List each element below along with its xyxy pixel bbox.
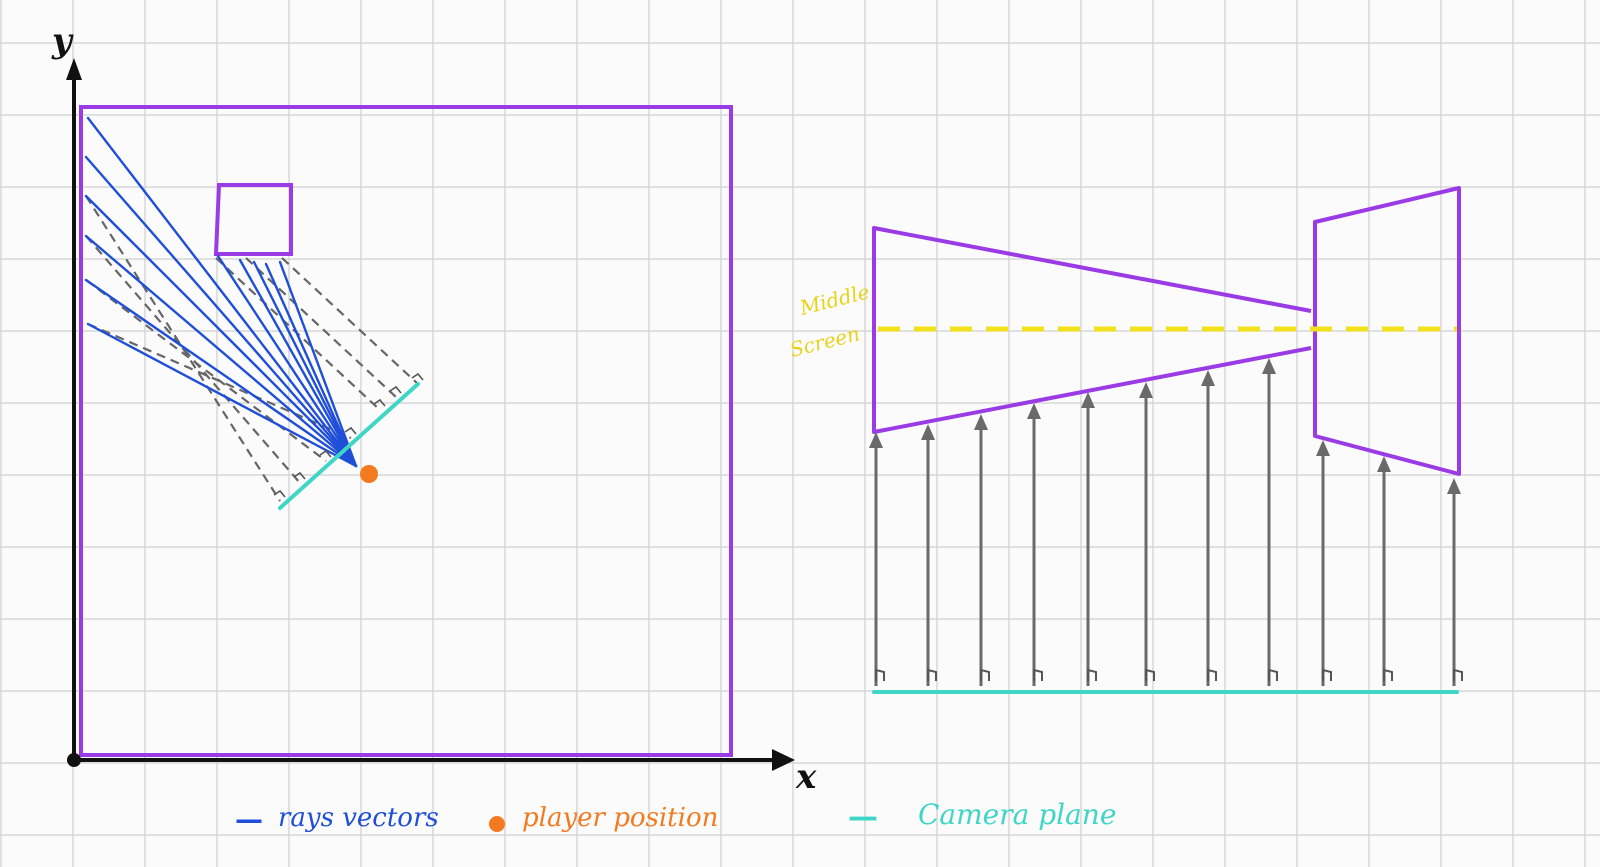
- right-angle-icon: [1453, 668, 1463, 681]
- legend-camera-text: Camera plane: [918, 798, 1116, 831]
- ray-vector: [264, 262, 358, 468]
- right-angle-icon: [1268, 668, 1278, 681]
- ray-vector: [252, 260, 358, 468]
- perpendicular-distance-lines: [85, 195, 419, 502]
- projection-arrow: [1316, 440, 1332, 686]
- perpendicular-distance-line: [281, 257, 419, 385]
- obstacle-block: [213, 183, 293, 256]
- projection-arrow: [974, 414, 990, 686]
- legend-player-dot-icon: [489, 816, 505, 832]
- x-axis-arrow-head-icon: [772, 749, 795, 771]
- right-angle-icon: [1207, 668, 1217, 681]
- perpendicular-distance-line: [245, 257, 397, 398]
- projection-arrow: [1027, 403, 1043, 686]
- middle-screen-label-line1: Middle: [796, 279, 871, 320]
- right-angle-icon: [927, 668, 937, 681]
- ray-vector: [84, 278, 358, 468]
- projection-arrow: [1262, 358, 1278, 686]
- arrow-head-icon: [1139, 382, 1153, 398]
- legend-player: player position: [489, 803, 718, 833]
- projection-arrow: [1377, 456, 1393, 686]
- ray-vector: [84, 194, 358, 468]
- right-angle-icon: [980, 668, 990, 681]
- projection-arrow: [1201, 370, 1217, 686]
- arrow-head-icon: [921, 424, 935, 440]
- legend: — rays vectors player position — Camera …: [235, 798, 1116, 836]
- arrow-head-icon: [869, 432, 883, 448]
- right-angle-icon: [273, 489, 286, 498]
- arrow-head-icon: [1316, 440, 1330, 456]
- y-axis-arrow-head-icon: [66, 58, 82, 80]
- ray-vector: [278, 260, 358, 468]
- legend-player-text: player position: [522, 803, 718, 833]
- legend-rays: — rays vectors: [235, 803, 439, 836]
- perpendicular-distance-line: [85, 235, 301, 484]
- right-angle-icon: [389, 385, 402, 394]
- arrow-head-icon: [1027, 403, 1041, 419]
- ray-vector: [86, 322, 358, 468]
- origin-dot-icon: [67, 753, 81, 767]
- right-angle-icon: [875, 668, 885, 681]
- ray-vectors: [84, 116, 358, 468]
- middle-screen-label-line2: Screen: [787, 321, 862, 361]
- right-angle-icon: [1145, 668, 1155, 681]
- arrow-head-icon: [1447, 478, 1461, 494]
- top-down-map: [79, 105, 733, 757]
- projection-arrow: [1447, 478, 1463, 686]
- projection-arrow: [1081, 392, 1097, 686]
- arrow-head-icon: [1081, 392, 1095, 408]
- projected-wall-near: [872, 226, 1312, 434]
- legend-rays-text: rays vectors: [278, 803, 439, 833]
- arrow-head-icon: [1377, 456, 1391, 472]
- arrow-head-icon: [974, 414, 988, 430]
- ray-vector: [84, 155, 358, 468]
- projected-view: Middle Screen: [787, 186, 1463, 694]
- map-boundary-wall: [79, 105, 733, 757]
- projection-arrow: [1139, 382, 1155, 686]
- right-angle-icon: [373, 398, 386, 407]
- right-angle-icon: [319, 449, 332, 458]
- right-angle-icon: [1087, 668, 1097, 681]
- x-axis-label: x: [795, 757, 817, 797]
- projection-arrow: [869, 432, 885, 686]
- legend-camera-marker: —: [848, 800, 878, 835]
- projection-column-arrows: [869, 358, 1463, 686]
- camera-plane-left: [278, 382, 420, 510]
- ray-vector: [216, 254, 358, 468]
- projection-arrow: [921, 424, 937, 686]
- legend-camera: — Camera plane: [848, 798, 1116, 835]
- right-angle-icon: [1033, 668, 1043, 681]
- projected-wall-far: [1313, 186, 1461, 476]
- perpendicular-distance-line: [85, 279, 327, 462]
- right-angle-icon: [411, 372, 424, 381]
- right-angle-icon: [344, 426, 357, 435]
- y-axis-label: y: [51, 21, 74, 61]
- ray-vector: [86, 116, 358, 468]
- right-angle-icon: [1383, 668, 1393, 681]
- player-position-dot: [360, 465, 378, 483]
- legend-rays-marker: —: [235, 803, 263, 836]
- perpendicular-distance-line: [85, 195, 281, 502]
- camera-plane-right-angle-marks: [273, 372, 424, 498]
- right-angle-icon: [1322, 668, 1332, 681]
- arrow-head-icon: [1262, 358, 1276, 374]
- ray-vector: [84, 234, 358, 468]
- right-angle-icon: [293, 471, 306, 480]
- perpendicular-distance-line: [87, 322, 352, 440]
- axes: y x: [51, 21, 817, 797]
- ray-vector: [238, 258, 358, 468]
- arrow-head-icon: [1201, 370, 1215, 386]
